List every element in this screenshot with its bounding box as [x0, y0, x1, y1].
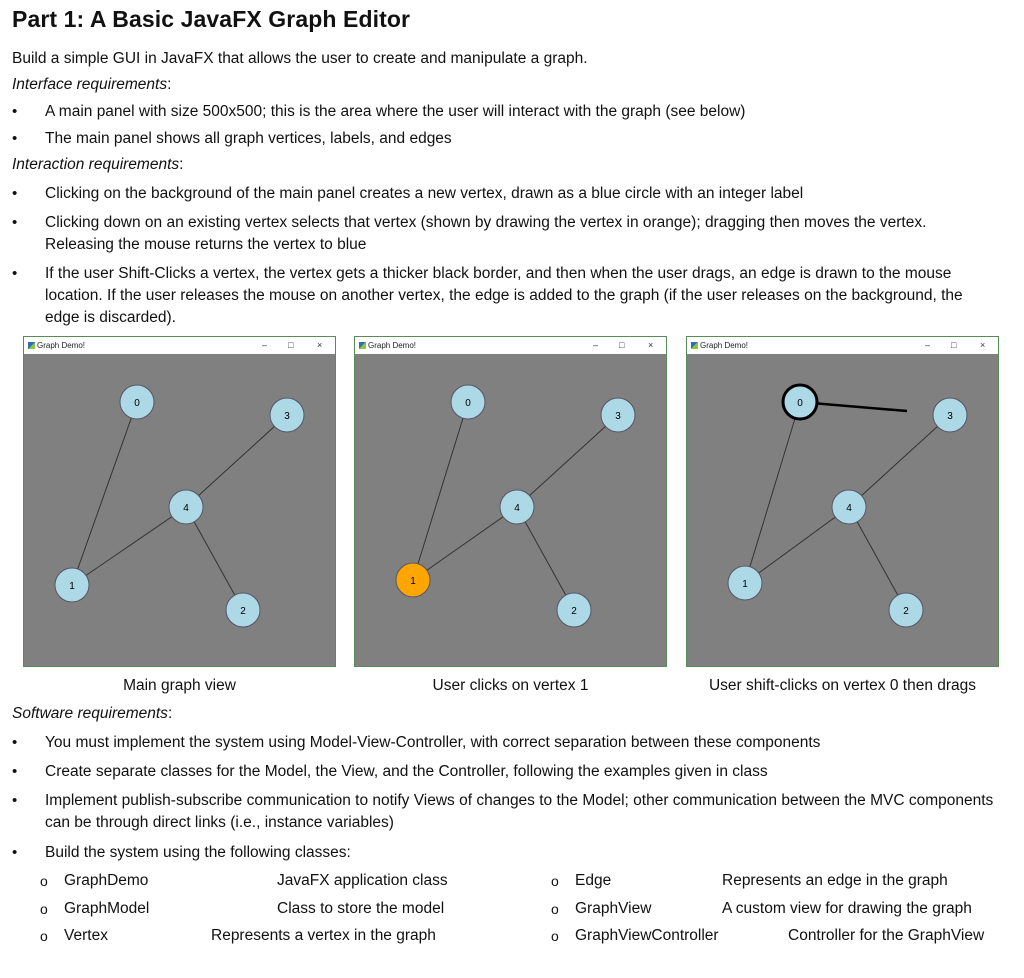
edge-1-4: [412, 506, 518, 581]
window-titlebar: Graph Demo! – □ ×: [687, 337, 998, 354]
svg-text:1: 1: [410, 576, 416, 587]
minimize-icon[interactable]: –: [262, 340, 268, 350]
interaction-heading: Interaction requirements:: [12, 156, 184, 173]
graph-canvas[interactable]: 0 3 4 1 2: [687, 354, 998, 666]
circle-bullet-icon: o: [551, 873, 559, 889]
vertex-0[interactable]: 0: [450, 384, 486, 420]
caption-click-vertex: User clicks on vertex 1: [432, 677, 589, 694]
app-icon: [359, 342, 366, 349]
minimize-icon[interactable]: –: [925, 340, 931, 350]
page-title: Part 1: A Basic JavaFX Graph Editor: [12, 6, 411, 32]
circle-bullet-icon: o: [40, 873, 48, 889]
vertex-2[interactable]: 2: [888, 592, 924, 628]
software-heading: Software requirements:: [12, 705, 173, 722]
window-titlebar: Graph Demo! – □ ×: [355, 337, 666, 354]
svg-text:0: 0: [797, 398, 803, 409]
edge-1-4: [71, 506, 187, 586]
svg-text:3: 3: [615, 411, 621, 422]
vertex-4[interactable]: 4: [831, 489, 867, 525]
maximize-icon[interactable]: □: [951, 340, 957, 350]
vertex-4[interactable]: 4: [499, 489, 535, 525]
svg-text:0: 0: [465, 398, 471, 409]
screenshot-shift-drag: Graph Demo! – □ × 0 3 4 1 2: [686, 336, 999, 667]
close-icon[interactable]: ×: [648, 340, 654, 350]
window-titlebar: Graph Demo! – □ ×: [24, 337, 335, 354]
vertex-1-selected[interactable]: 1: [395, 562, 431, 598]
vertex-4[interactable]: 4: [168, 489, 204, 525]
circle-bullet-icon: o: [551, 928, 559, 944]
edge-4-3: [516, 414, 619, 508]
edge-4-3: [848, 414, 951, 508]
edge-4-2: [185, 506, 244, 611]
screenshot-click-vertex: Graph Demo! – □ × 0 3 4 1 2: [354, 336, 667, 667]
edge-1-4: [744, 506, 850, 584]
edge-4-3: [185, 414, 288, 508]
svg-text:2: 2: [240, 606, 246, 617]
edge-4-2: [516, 506, 575, 611]
circle-bullet-icon: o: [40, 901, 48, 917]
vertex-2[interactable]: 2: [225, 592, 261, 628]
maximize-icon[interactable]: □: [619, 340, 625, 350]
screenshot-main-view: Graph Demo! – □ × 0 3 4 1 2: [23, 336, 336, 667]
svg-text:3: 3: [947, 411, 953, 422]
maximize-icon[interactable]: □: [288, 340, 294, 350]
minimize-icon[interactable]: –: [593, 340, 599, 350]
app-icon: [691, 342, 698, 349]
caption-main-view: Main graph view: [123, 677, 236, 694]
svg-text:1: 1: [69, 581, 75, 592]
window-title: Graph Demo!: [37, 341, 86, 350]
app-icon: [28, 342, 35, 349]
vertex-0-shift-selected[interactable]: 0: [781, 383, 819, 421]
vertex-0[interactable]: 0: [119, 384, 155, 420]
class-desc: Class to store the model: [277, 900, 445, 917]
close-icon[interactable]: ×: [980, 340, 986, 350]
class-desc: Represents an edge in the graph: [722, 872, 948, 889]
svg-text:1: 1: [742, 579, 748, 590]
svg-text:3: 3: [284, 411, 290, 422]
svg-text:4: 4: [846, 503, 852, 514]
svg-text:2: 2: [571, 606, 577, 617]
class-desc: Controller for the GraphView: [788, 927, 985, 944]
edge-4-2: [848, 506, 907, 611]
circle-bullet-icon: o: [551, 901, 559, 917]
vertex-1[interactable]: 1: [727, 565, 763, 601]
interface-heading: Interface requirements:: [12, 76, 172, 93]
svg-text:2: 2: [903, 606, 909, 617]
edge-0-1: [71, 401, 138, 586]
class-desc: JavaFX application class: [277, 872, 448, 889]
class-desc: A custom view for drawing the graph: [722, 900, 972, 917]
window-title: Graph Demo!: [368, 341, 417, 350]
window-title: Graph Demo!: [700, 341, 749, 350]
svg-text:4: 4: [183, 503, 189, 514]
circle-bullet-icon: o: [40, 928, 48, 944]
edge-0-1: [744, 401, 801, 584]
intro-text: Build a simple GUI in JavaFX that allows…: [12, 50, 588, 67]
caption-shift-drag: User shift-clicks on vertex 0 then drags: [708, 677, 977, 694]
close-icon[interactable]: ×: [317, 340, 323, 350]
svg-text:0: 0: [134, 398, 140, 409]
graph-canvas[interactable]: 0 3 4 1 2: [24, 354, 335, 666]
class-desc: Represents a vertex in the graph: [211, 927, 436, 944]
vertex-3[interactable]: 3: [600, 397, 636, 433]
vertex-2[interactable]: 2: [556, 592, 592, 628]
vertex-1[interactable]: 1: [54, 567, 90, 603]
vertex-3[interactable]: 3: [932, 397, 968, 433]
vertex-3[interactable]: 3: [269, 397, 305, 433]
svg-text:4: 4: [514, 503, 520, 514]
edge-0-1: [412, 401, 469, 581]
graph-canvas[interactable]: 0 3 4 1 2: [355, 354, 666, 666]
